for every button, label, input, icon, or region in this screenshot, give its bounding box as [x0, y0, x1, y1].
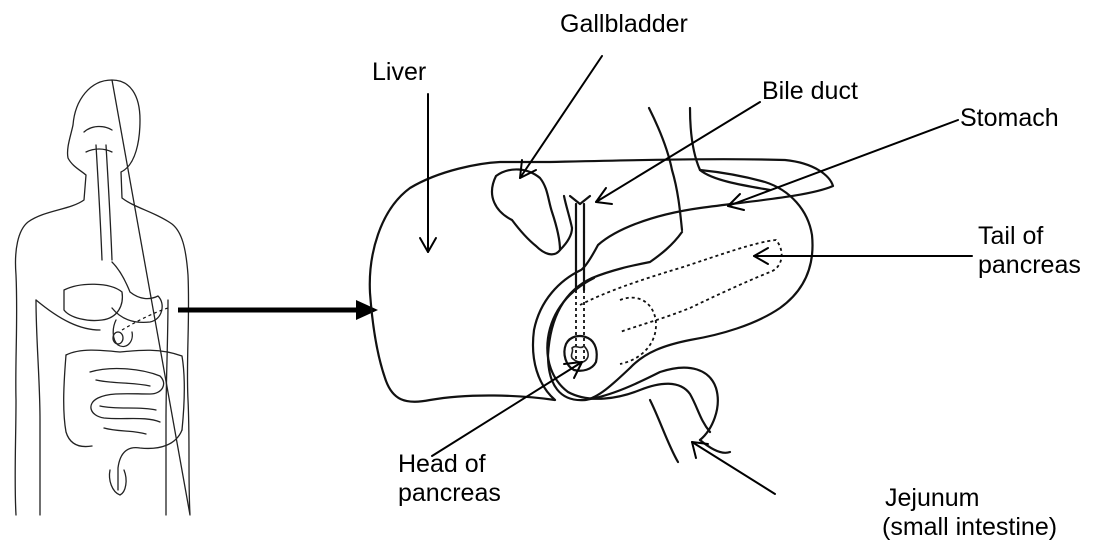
label-liver: Liver [372, 58, 426, 87]
gallbladder-pointer [520, 56, 602, 178]
small-intestine-loops-2 [96, 380, 156, 434]
label-liver-text: Liver [372, 58, 426, 87]
mouth-cavity [84, 126, 112, 132]
label-gallbladder: Gallbladder [560, 10, 688, 39]
label-head-of-pancreas: Head of pancreas [398, 450, 501, 508]
mini-duodenum [113, 320, 132, 347]
common-bile-duct [576, 232, 584, 290]
esophagus [649, 108, 770, 230]
label-head-line2: pancreas [398, 479, 501, 508]
label-bile-duct-text: Bile duct [762, 77, 858, 106]
label-tail-line1: Tail of [978, 222, 1081, 251]
large-intestine-bottom [118, 430, 182, 490]
magnify-arrow [178, 300, 378, 320]
body-outline [15, 80, 190, 515]
label-tail-line2: pancreas [978, 251, 1081, 280]
esophagus-outline-right [106, 145, 112, 260]
magnify-arrow-head [356, 300, 378, 320]
organ-detail [370, 108, 833, 462]
stomach-pointer [728, 120, 958, 206]
pointer-lines [420, 56, 972, 494]
pancreas-duct-dotted [576, 290, 584, 360]
bile-duct-pointer [596, 102, 760, 202]
pancreas-body-outline [620, 298, 656, 364]
stomach-outline [548, 170, 813, 400]
nasal-line [86, 149, 112, 152]
label-stomach: Stomach [960, 104, 1059, 133]
right-arm-inner [166, 300, 168, 515]
label-stomach-text: Stomach [960, 104, 1059, 133]
hepatic-ducts [570, 196, 590, 232]
small-intestine-loops-1 [90, 369, 164, 422]
human-body-figure [15, 80, 190, 515]
torso-line [36, 300, 100, 330]
pancreas-head-texture [571, 346, 588, 362]
label-jejunum: Jejunum (small intestine) [885, 484, 1057, 542]
jejunum-pointer [692, 442, 775, 494]
label-jejunum-line1: Jejunum [885, 484, 1057, 513]
label-head-line1: Head of [398, 450, 501, 479]
esophagus-outline-left [96, 145, 102, 260]
cystic-duct [560, 196, 572, 250]
label-gallbladder-text: Gallbladder [560, 10, 688, 39]
head-pointer [432, 362, 582, 456]
mini-liver [64, 284, 122, 320]
large-intestine-left [64, 355, 92, 447]
label-bile-duct: Bile duct [762, 77, 858, 106]
label-jejunum-line2: (small intestine) [882, 513, 1057, 542]
gallbladder-outline [492, 169, 560, 254]
pancreas-tail-outline [580, 240, 782, 332]
left-arm-inner [36, 300, 40, 515]
label-tail-of-pancreas: Tail of pancreas [978, 222, 1081, 280]
